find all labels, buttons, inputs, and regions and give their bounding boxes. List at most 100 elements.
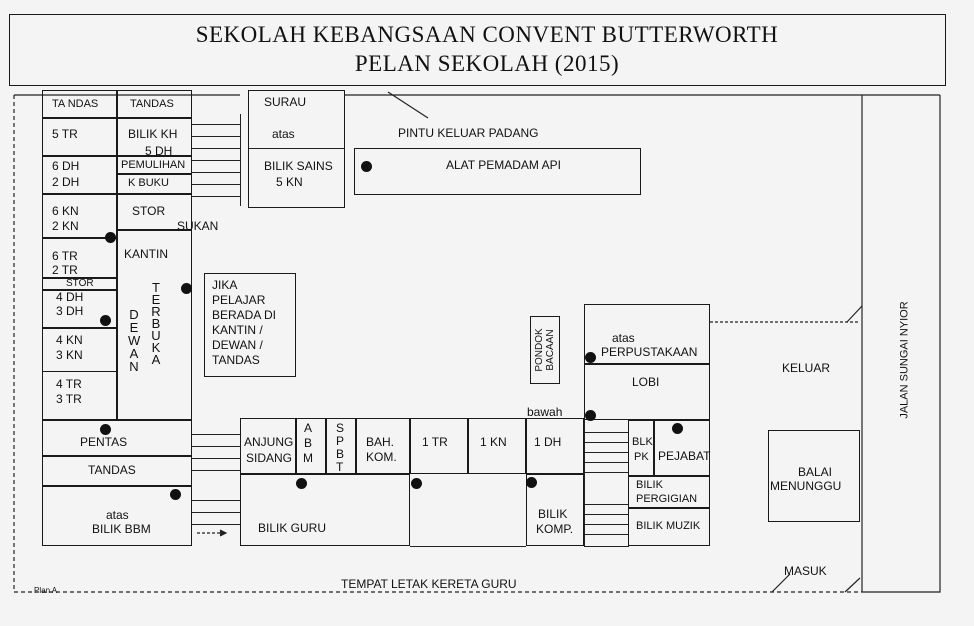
pondok-bacaan-label: PONDOK BACAAN [534, 328, 556, 371]
notice-box [204, 273, 296, 377]
jalan-label: JALAN SUNGAI NYIOR [898, 301, 911, 419]
title-box [9, 14, 946, 86]
room-pentas [42, 420, 192, 456]
alat-pemadam-label: ALAT PEMADAM API [446, 158, 561, 172]
room-5kn-label: 5 KN [276, 175, 303, 189]
spbt-t: T [336, 460, 344, 474]
room-bilik-komp-label-1: BILIK [538, 507, 568, 521]
location-dot [100, 315, 111, 326]
location-dot [526, 477, 537, 488]
pk-label: PK [634, 451, 649, 463]
room-pentas-label: PENTAS [80, 435, 128, 449]
balai-menunggu [768, 430, 860, 522]
room-4tr-label: 4 TR [56, 377, 82, 391]
notice-line-4: KANTIN / [212, 323, 263, 337]
location-dot [181, 283, 192, 294]
room-lobi-label: LOBI [632, 375, 660, 389]
room-tandas-left [42, 90, 117, 118]
stair-step [192, 184, 240, 185]
location-dot [585, 352, 596, 363]
room-tandas-bottom [42, 456, 192, 486]
room-tandas-top-label: TANDAS [130, 98, 174, 110]
room-bilik-komp-label-2: KOMP. [536, 522, 574, 536]
room-tandas-top [117, 90, 192, 118]
bbm-atas-label: atas [106, 508, 129, 522]
room-6dh-2dh [42, 156, 117, 194]
room-4dh-label: 4 DH [56, 290, 84, 304]
location-dot [672, 423, 683, 434]
stair-step [192, 458, 240, 459]
stair-step [584, 472, 628, 473]
room-pemulihan [117, 156, 192, 174]
room-bilik-guru [240, 474, 410, 546]
room-pejabat [654, 420, 710, 476]
room-kantin-label: KANTIN [124, 247, 169, 261]
room-stor-small-label: STOR [66, 278, 94, 289]
dewan-terbuka [117, 230, 192, 420]
room-tandas-bottom-label: TANDAS [88, 463, 136, 477]
pondok-label: PONDOK [534, 328, 545, 372]
room-1kn [468, 418, 526, 474]
room-spbt [326, 418, 356, 474]
room-3kn-label: 3 KN [56, 348, 83, 362]
room-pemulihan-label: PEMULIHAN [121, 159, 186, 171]
perpustakaan-atas-label: atas [612, 331, 635, 345]
room-sidang-label: SIDANG [246, 451, 293, 465]
notice-line-3: BERADA DI [212, 308, 277, 322]
room-lobi [584, 364, 710, 420]
room-anjung-label: ANJUNG [244, 435, 294, 449]
room-surau-label: SURAU [264, 95, 307, 109]
room-bah-kom [356, 418, 410, 474]
stair-step [192, 524, 240, 525]
room-bilik-kh-label: BILIK KH [128, 127, 178, 141]
stair-step [192, 124, 240, 125]
room-perpustakaan [584, 304, 710, 364]
dewan-label: D E W A N [128, 307, 141, 374]
stair-step [192, 512, 240, 513]
room-4kn-3kn [42, 328, 117, 372]
stair-step [584, 462, 628, 463]
stair-step [584, 524, 628, 525]
stair-step [584, 504, 628, 505]
room-bilik-sains-label: BILIK SAINS [264, 159, 333, 173]
room-tandas-left-label: TA NDAS [52, 98, 99, 110]
abm-a: A [304, 421, 313, 435]
surau-atas-label: atas [272, 127, 295, 141]
room-5tr-label: 5 TR [52, 127, 78, 141]
room-2kn-label: 2 KN [52, 219, 79, 233]
bacaan-label: BACAAN [545, 329, 556, 371]
room-3tr-label: 3 TR [56, 392, 82, 406]
room-blk-pk [628, 420, 654, 476]
room-stor-small [42, 278, 117, 290]
school-name: SEKOLAH KEBANGSAAN CONVENT BUTTERWORTH [195, 22, 779, 47]
notice-line-5: DEWAN / [212, 338, 263, 352]
bilik-muzik-label: BILIK MUZIK [636, 520, 701, 532]
stair-step [192, 136, 240, 137]
room-anjung-sidang [240, 418, 296, 474]
room-kom-label: KOM. [366, 450, 397, 464]
room-2dh-label: 2 DH [52, 175, 80, 189]
room-bilik-bbm [42, 486, 192, 546]
room-bilik-guru-label: BILIK GURU [258, 521, 327, 535]
plan-title: PELAN SEKOLAH (2015) [354, 51, 620, 76]
stairs-lower-left [192, 420, 241, 546]
room-3dh-label: 3 DH [56, 304, 84, 318]
spbt-b: B [336, 447, 345, 461]
room-5dh-label: 5 DH [145, 144, 173, 158]
stair-step [584, 432, 628, 433]
room-sukan-label: SUKAN [177, 219, 219, 233]
room-6tr-2tr [42, 238, 117, 278]
room-bilik-komp [526, 474, 584, 546]
room-perpustakaan-label: PERPUSTAKAAN [601, 345, 698, 359]
location-dot [296, 478, 307, 489]
room-bilik-muzik [628, 508, 710, 546]
plan-a-label: Plan A [34, 586, 58, 595]
stair-step [584, 452, 628, 453]
stair-step [192, 148, 240, 149]
pondok-bacaan [530, 316, 560, 384]
tempat-letak-kereta-label: TEMPAT LETAK KERETA GURU [341, 577, 517, 591]
spbt-s: S [336, 421, 345, 435]
balai-label-2: MENUNGGU [770, 479, 842, 493]
location-dot [585, 410, 596, 421]
room-k-buku [117, 174, 192, 194]
